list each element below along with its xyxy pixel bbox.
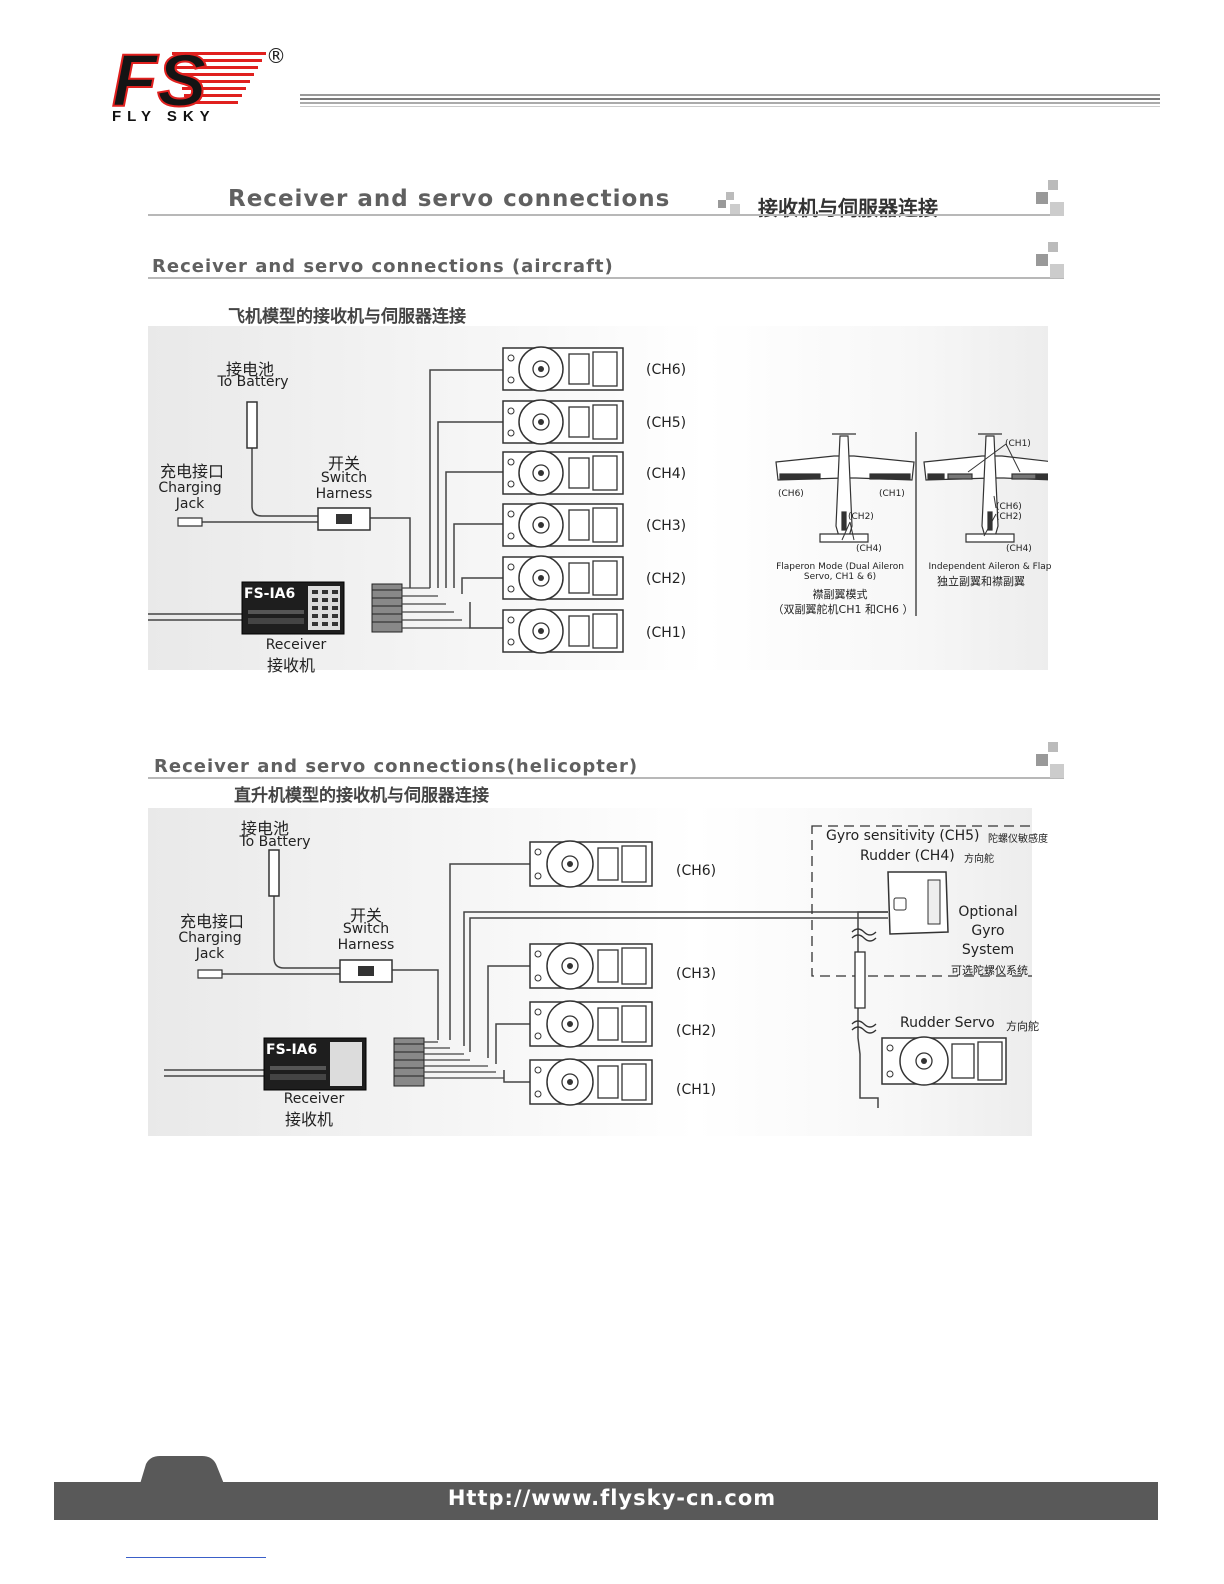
helicopter-battery-en: To Battery [239, 834, 311, 850]
aircraft-battery-cn: 接电池 [225, 360, 274, 379]
helicopter-channel-label: (CH6) [676, 863, 717, 879]
brand-name: FLY SKY [112, 108, 216, 125]
aircraft-channel-label: (CH5) [646, 415, 687, 431]
flaperon-ch6: (CH6) [778, 489, 804, 499]
gyro-sensitivity-en: Gyro sensitivity (CH5) [826, 828, 980, 844]
helicopter-charging-cn: 充电接口 [179, 912, 244, 931]
aircraft-channel-label: (CH4) [646, 466, 687, 482]
gyro-sensitivity-cn: 陀螺仪敏感度 [988, 834, 1048, 845]
optional-gyro-label-1: Optional [958, 904, 1018, 920]
flaperon-caption-en-1: Flaperon Mode (Dual Aileron [776, 562, 904, 572]
helicopter-servo-stack [529, 840, 653, 1106]
footer-url-link[interactable]: Http://www.flysky-cn.com [447, 1486, 777, 1510]
footer-bar [54, 1482, 1158, 1520]
aircraft-channel-label: (CH2) [646, 571, 687, 587]
helicopter-switch-en-2: Harness [337, 937, 395, 953]
helicopter-wiring-diagram [164, 825, 1032, 1108]
aircraft-charging-en-2: Jack [175, 496, 205, 512]
logo-mark: FS [112, 46, 207, 122]
rudder-ch4-en: Rudder (CH4) [860, 848, 955, 864]
independent-caption-cn: 独立副翼和襟副翼 [937, 575, 1025, 588]
aircraft-switch-cn: 开关 [327, 454, 360, 473]
rudder-servo-cn: 方向舵 [1006, 1020, 1039, 1033]
aircraft-corner-squares-icon [1036, 242, 1064, 278]
rudder-servo [881, 1036, 1007, 1086]
helicopter-corner-squares-icon [1036, 742, 1064, 778]
rudder-ch4-cn: 方向舵 [964, 854, 994, 865]
page-title: Receiver and servo connections [228, 186, 671, 212]
aircraft-switch-en-2: Harness [315, 486, 373, 502]
helicopter-charging-en-2: Jack [195, 946, 225, 962]
independent-ch1: (CH1) [1005, 439, 1031, 449]
logo-speed-stripes [172, 52, 266, 104]
flaperon-caption-cn-1: 襟副翼模式 [812, 588, 868, 601]
flaperon-ch2: (CH2) [848, 512, 874, 522]
aircraft-receiver-cn: 接收机 [266, 656, 315, 675]
aircraft-battery-en: To Battery [217, 374, 289, 390]
flaperon-ch4: (CH4) [856, 544, 882, 554]
aircraft-receiver-en: Receiver [265, 637, 327, 653]
helicopter-section-title: Receiver and servo connections(helicopte… [154, 756, 639, 777]
aircraft-section-title-cn: 飞机模型的接收机与伺服器连接 [228, 307, 466, 327]
aircraft-channel-label: (CH3) [646, 518, 687, 534]
helicopter-receiver-en: Receiver [283, 1091, 345, 1107]
aircraft-wiring-diagram [148, 346, 1048, 654]
flaperon-ch1: (CH1) [879, 489, 905, 499]
flaperon-airplane [775, 433, 915, 543]
page-title-cn: 接收机与伺服器连接 [758, 196, 938, 220]
flaperon-caption-en-2: Servo, CH1 & 6) [803, 572, 877, 582]
aircraft-channel-label: (CH6) [646, 362, 687, 378]
footer-underline [126, 1557, 266, 1558]
aircraft-switch-en-1: Switch [320, 470, 368, 486]
helicopter-switch-en-1: Switch [342, 921, 390, 937]
aircraft-charging-en-1: Charging [158, 480, 222, 496]
title-rule [148, 214, 1064, 216]
header-rule-lines [300, 94, 1160, 107]
helicopter-receiver-model: FS-IA6 [266, 1042, 318, 1058]
helicopter-battery-cn: 接电池 [240, 819, 289, 838]
helicopter-rule [148, 777, 1064, 779]
flysky-logo: FS [112, 46, 266, 123]
helicopter-channel-label: (CH2) [676, 1023, 717, 1039]
independent-ch4: (CH4) [1006, 544, 1032, 554]
aircraft-receiver-model: FS-IA6 [244, 586, 296, 602]
helicopter-switch-cn: 开关 [349, 906, 382, 925]
independent-ch2: (CH2) [996, 512, 1022, 522]
rudder-servo-en: Rudder Servo [900, 1015, 995, 1031]
optional-gyro-box [811, 825, 1032, 977]
optional-gyro-label-2: Gyro [971, 923, 1005, 939]
corner-squares-icon [1036, 180, 1064, 216]
footer-tab [140, 1456, 224, 1484]
optional-gyro-cn: 可选陀螺仪系统 [951, 964, 1028, 977]
helicopter-receiver-cn: 接收机 [284, 1110, 333, 1129]
aircraft-servo-stack [502, 346, 624, 654]
helicopter-channel-label: (CH3) [676, 966, 717, 982]
aircraft-channel-label: (CH1) [646, 625, 687, 641]
registered-mark: ® [266, 44, 286, 68]
heading-squares-icon [718, 192, 740, 214]
flaperon-caption-cn-2: （双副翼舵机CH1 和CH6 ） [772, 603, 914, 616]
independent-airplane [923, 433, 1048, 543]
independent-caption-en: Independent Aileron & Flap [928, 562, 1052, 572]
aircraft-section-title: Receiver and servo connections (aircraft… [152, 256, 614, 277]
helicopter-channel-label: (CH1) [676, 1082, 717, 1098]
optional-gyro-label-3: System [961, 942, 1015, 958]
independent-ch6: (CH6) [996, 502, 1022, 512]
aircraft-rule [148, 277, 1064, 279]
helicopter-section-title-cn: 直升机模型的接收机与伺服器连接 [234, 786, 489, 806]
aircraft-charging-cn: 充电接口 [159, 462, 224, 481]
helicopter-charging-en-1: Charging [178, 930, 242, 946]
